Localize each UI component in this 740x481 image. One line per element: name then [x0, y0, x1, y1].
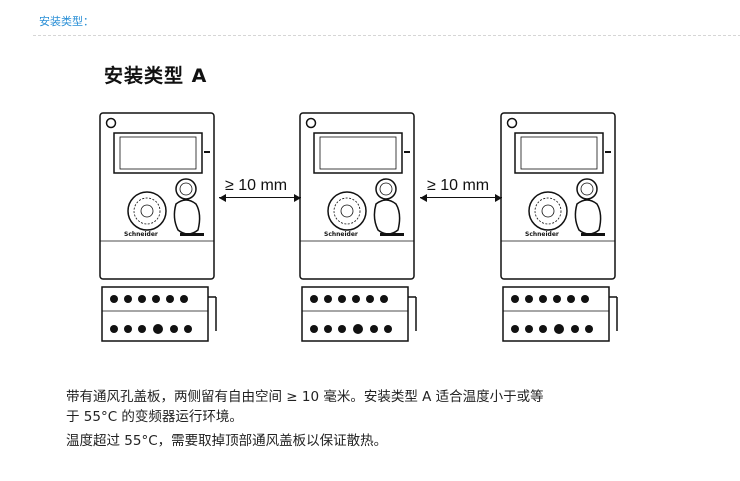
description-line-2: 于 55°C 的变频器运行环境。 [66, 409, 243, 425]
drive-brand-2: Schneider [324, 231, 358, 238]
drive-unit-2: Schneider [299, 112, 417, 342]
description-line-1: 带有通风孔盖板，两侧留有自由空间 ≥ 10 毫米。安装类型 A 适合温度小于或等 [66, 389, 544, 405]
drive-brand-3: Schneider [525, 231, 559, 238]
section-label: 安装类型： [39, 15, 94, 28]
clearance-arrow-2 [420, 194, 502, 202]
drive-unit-1: Schneider [99, 112, 217, 342]
section-divider [33, 35, 740, 36]
clearance-label-1: ≥ 10 mm [225, 177, 288, 194]
figure-title: 安装类型 A [104, 65, 208, 87]
drive-brand-1: Schneider [124, 231, 158, 238]
clearance-label-2: ≥ 10 mm [427, 177, 490, 194]
description-line-3: 温度超过 55°C，需要取掉顶部通风盖板以保证散热。 [66, 433, 388, 449]
drive-unit-3: Schneider [500, 112, 618, 342]
clearance-arrow-1 [219, 194, 301, 202]
